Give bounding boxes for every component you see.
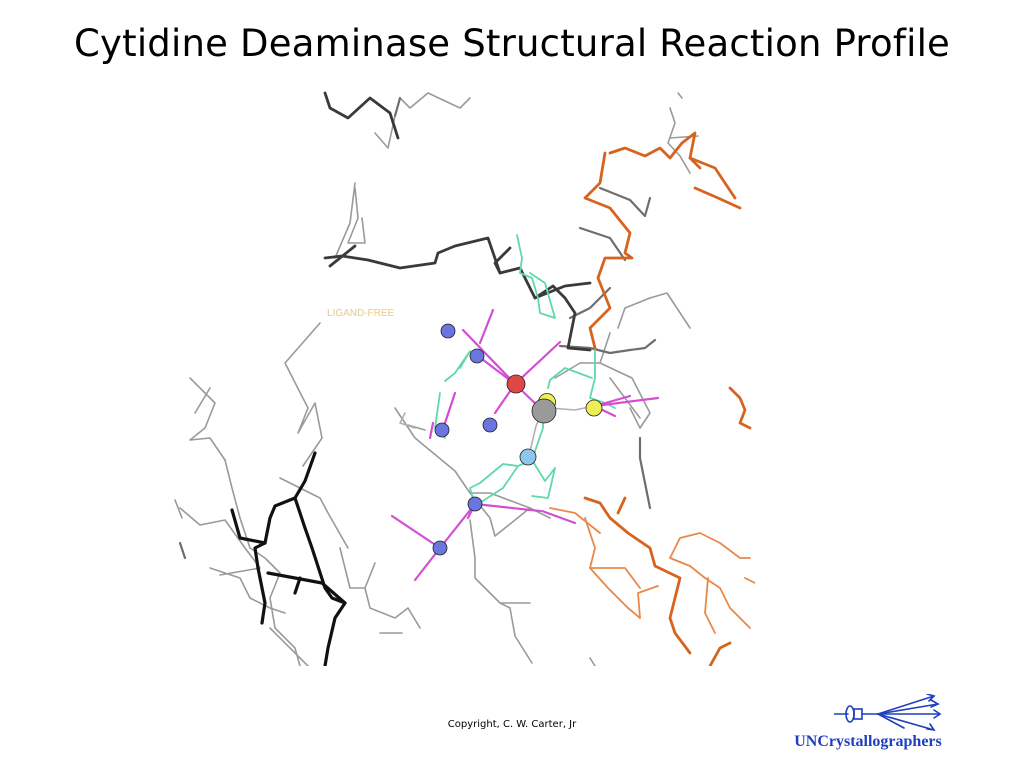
- ligand-bonds: [434, 234, 616, 507]
- ligand-link: [399, 405, 595, 461]
- crystallographers-logo-icon: [834, 694, 942, 732]
- backbone-medium: [178, 96, 657, 560]
- ligand-state-label: LIGAND-FREE: [327, 308, 395, 319]
- side-chains-light: [174, 92, 699, 666]
- unc-crystallographers-logo: UNCrystallographers: [782, 690, 954, 756]
- hydrogen-bonds: [390, 308, 660, 582]
- logo-text: UNCrystallographers: [794, 733, 942, 750]
- atom-spheres: [432, 323, 603, 556]
- copyright-notice: Copyright, C. W. Carter, Jr: [447, 719, 577, 730]
- protein-chain-orange-light: [549, 507, 755, 634]
- backbone-dark: [323, 91, 592, 352]
- active-site-structure: LIGAND-FREE: [174, 91, 755, 666]
- structure-view: LIGAND-FREE: [170, 88, 755, 666]
- backbone-black: [230, 451, 347, 666]
- protein-chain-orange: [583, 131, 752, 666]
- slide-title: Cytidine Deaminase Structural Reaction P…: [73, 22, 951, 65]
